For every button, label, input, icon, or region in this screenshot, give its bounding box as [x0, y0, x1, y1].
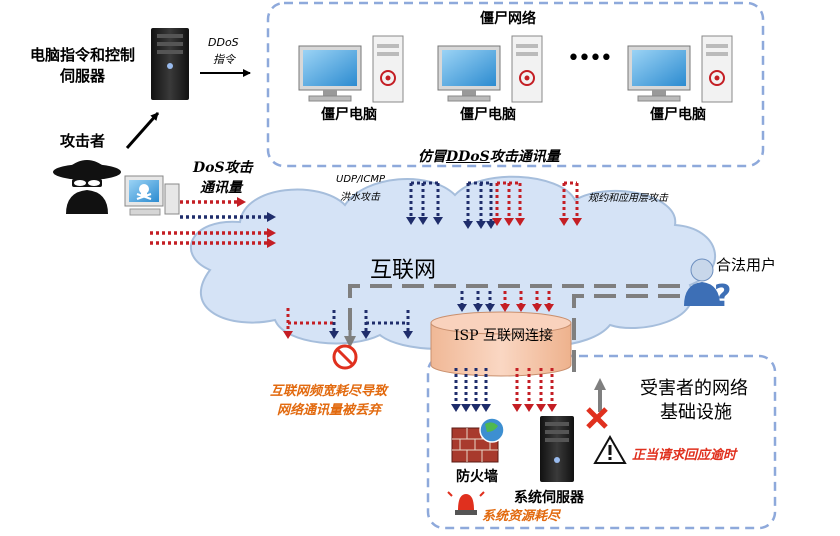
internet-label: 互联网 [370, 258, 437, 283]
bandwidth-exhaust-line2: 网络通讯量被丢弃 [277, 403, 382, 418]
c2-label-line1: 电脑指令和控制 [30, 46, 136, 64]
spoof-caption-pre: 仿冒 [418, 149, 446, 165]
server-label: 系统伺服器 [514, 490, 584, 506]
botnet-flow-red-1 [492, 183, 502, 226]
attack-traffic-line2: 通讯量 [200, 180, 242, 196]
internet-cloud [190, 175, 717, 350]
botnet-flow-red-4 [559, 183, 569, 226]
warning-icon [593, 434, 627, 464]
isp-in-red-4 [544, 291, 554, 312]
botnet-box [266, 1, 765, 168]
legit-user-icon: ? [684, 258, 731, 314]
botnet-flow-navy-5 [476, 183, 486, 229]
attacker-icon [53, 160, 121, 214]
isp-out-navy-3 [471, 368, 481, 412]
firewall-icon [451, 417, 505, 463]
victim-box [426, 354, 777, 530]
udp-flood-line2: 洪水攻击 [340, 192, 380, 203]
ddos-command-line1: DDoS [208, 36, 239, 49]
zombie-label-3: 僵尸电脑 [650, 107, 706, 123]
isp-out-navy-1 [451, 368, 461, 412]
udp-flood-line1: UDP/ICMP [336, 174, 386, 185]
legit-user-label: 合法用户 [716, 256, 777, 274]
isp-out-red-1 [512, 368, 522, 412]
isp-in-navy-2 [473, 291, 483, 312]
spoof-caption-em: DDoS [446, 149, 490, 165]
isp-out-navy-4 [481, 368, 491, 412]
zombie-label-1: 僵尸电脑 [321, 107, 377, 123]
spoof-caption-post: 攻击通讯量 [489, 149, 560, 165]
alarm-beacon-icon [447, 491, 485, 515]
botnet-flow-navy-3 [433, 183, 443, 225]
drop-flow-1 [283, 308, 293, 339]
c2-label-line2: 伺服器 [60, 67, 106, 85]
system-server-icon [540, 416, 574, 482]
botnet-flow-navy-1 [406, 183, 416, 225]
victim-label-line2: 基础设施 [660, 402, 732, 423]
isp-in-red-1 [500, 291, 510, 312]
botnet-flow-red-2 [504, 183, 514, 226]
attacker-flow-3 [150, 228, 276, 238]
botnet-flow-navy-6 [486, 183, 496, 229]
ddos-command-line2: 指令 [213, 53, 235, 66]
isp-in-red-3 [532, 291, 542, 312]
spoof-caption: 仿冒DDoS攻击通讯量 [418, 146, 560, 166]
zombie-label-2: 僵尸电脑 [460, 107, 516, 123]
botnet-flow-red-5 [572, 183, 582, 226]
app-attack-label: 规约和应用层攻击 [588, 193, 668, 204]
attack-flows [150, 181, 582, 412]
attack-traffic-line1: DoS攻击 [193, 160, 253, 176]
botnet-title: 僵尸网络 [480, 11, 536, 27]
zombie-pc-1 [298, 35, 404, 103]
c2-server-icon [151, 28, 189, 100]
attacker-flow-1 [180, 197, 246, 207]
bandwidth-exhaust-line1: 互联网频宽耗尽导致 [270, 384, 388, 399]
zombie-pc-3 [627, 35, 733, 103]
ellipsis-more-zombies: •••• [567, 46, 613, 71]
attacker-to-c2-arrow [125, 112, 160, 149]
resource-exhaust-label: 系统资源耗尽 [482, 509, 561, 524]
isp-out-navy-2 [461, 368, 471, 412]
legit-traffic-path [344, 284, 680, 412]
svg-text:?: ? [714, 279, 731, 314]
isp-in-red-2 [516, 291, 526, 312]
isp-in-navy-3 [485, 291, 495, 312]
isp-label: ISP 互联网连接 [454, 328, 553, 344]
drop-flow-4 [403, 310, 413, 339]
attacker-label: 攻击者 [60, 132, 106, 150]
isp-out-red-3 [536, 368, 546, 412]
isp-out-red-2 [524, 368, 534, 412]
isp-in-navy-1 [457, 291, 467, 312]
attacker-flow-4 [150, 238, 276, 248]
drop-flow-2 [329, 310, 339, 339]
drop-prohibited-icon [332, 344, 358, 370]
isp-out-red-4 [547, 368, 557, 412]
firewall-label: 防火墙 [456, 469, 498, 485]
botnet-flow-navy-2 [418, 183, 428, 225]
attack-pc-icon [124, 175, 180, 216]
isp-cylinder [430, 311, 572, 377]
botnet-flow-navy-4 [463, 183, 473, 229]
blocked-x-icon [586, 407, 608, 429]
drop-flow-3 [361, 310, 371, 339]
timeout-label: 正当请求回应逾时 [632, 448, 737, 463]
botnet-flow-red-3 [515, 183, 525, 226]
attacker-flow-2 [180, 212, 276, 222]
victim-label-line1: 受害者的网络 [640, 378, 748, 399]
zombie-computers [298, 35, 733, 103]
zombie-pc-2 [437, 35, 543, 103]
